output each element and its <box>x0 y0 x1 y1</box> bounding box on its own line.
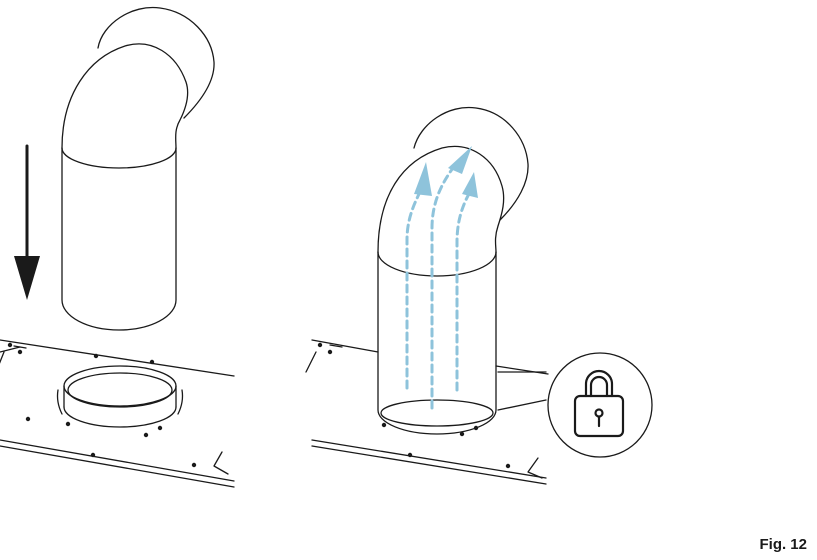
airflow-arrows-icon <box>405 162 472 410</box>
outlet-collar <box>56 365 184 428</box>
screw-holes-left <box>7 342 197 468</box>
elbow-duct-left <box>61 6 215 331</box>
hood-plate-left <box>0 339 235 488</box>
arrow-down-icon <box>14 144 40 300</box>
padlock-icon <box>573 369 625 438</box>
figure-label: Fig. 12 <box>759 536 807 553</box>
elbow-duct-mounted <box>377 106 529 435</box>
right-panel <box>305 106 653 485</box>
left-panel <box>0 6 235 488</box>
hood-plate-right <box>305 339 549 485</box>
lock-callout <box>497 352 653 458</box>
airflow-arrowheads <box>414 146 478 198</box>
